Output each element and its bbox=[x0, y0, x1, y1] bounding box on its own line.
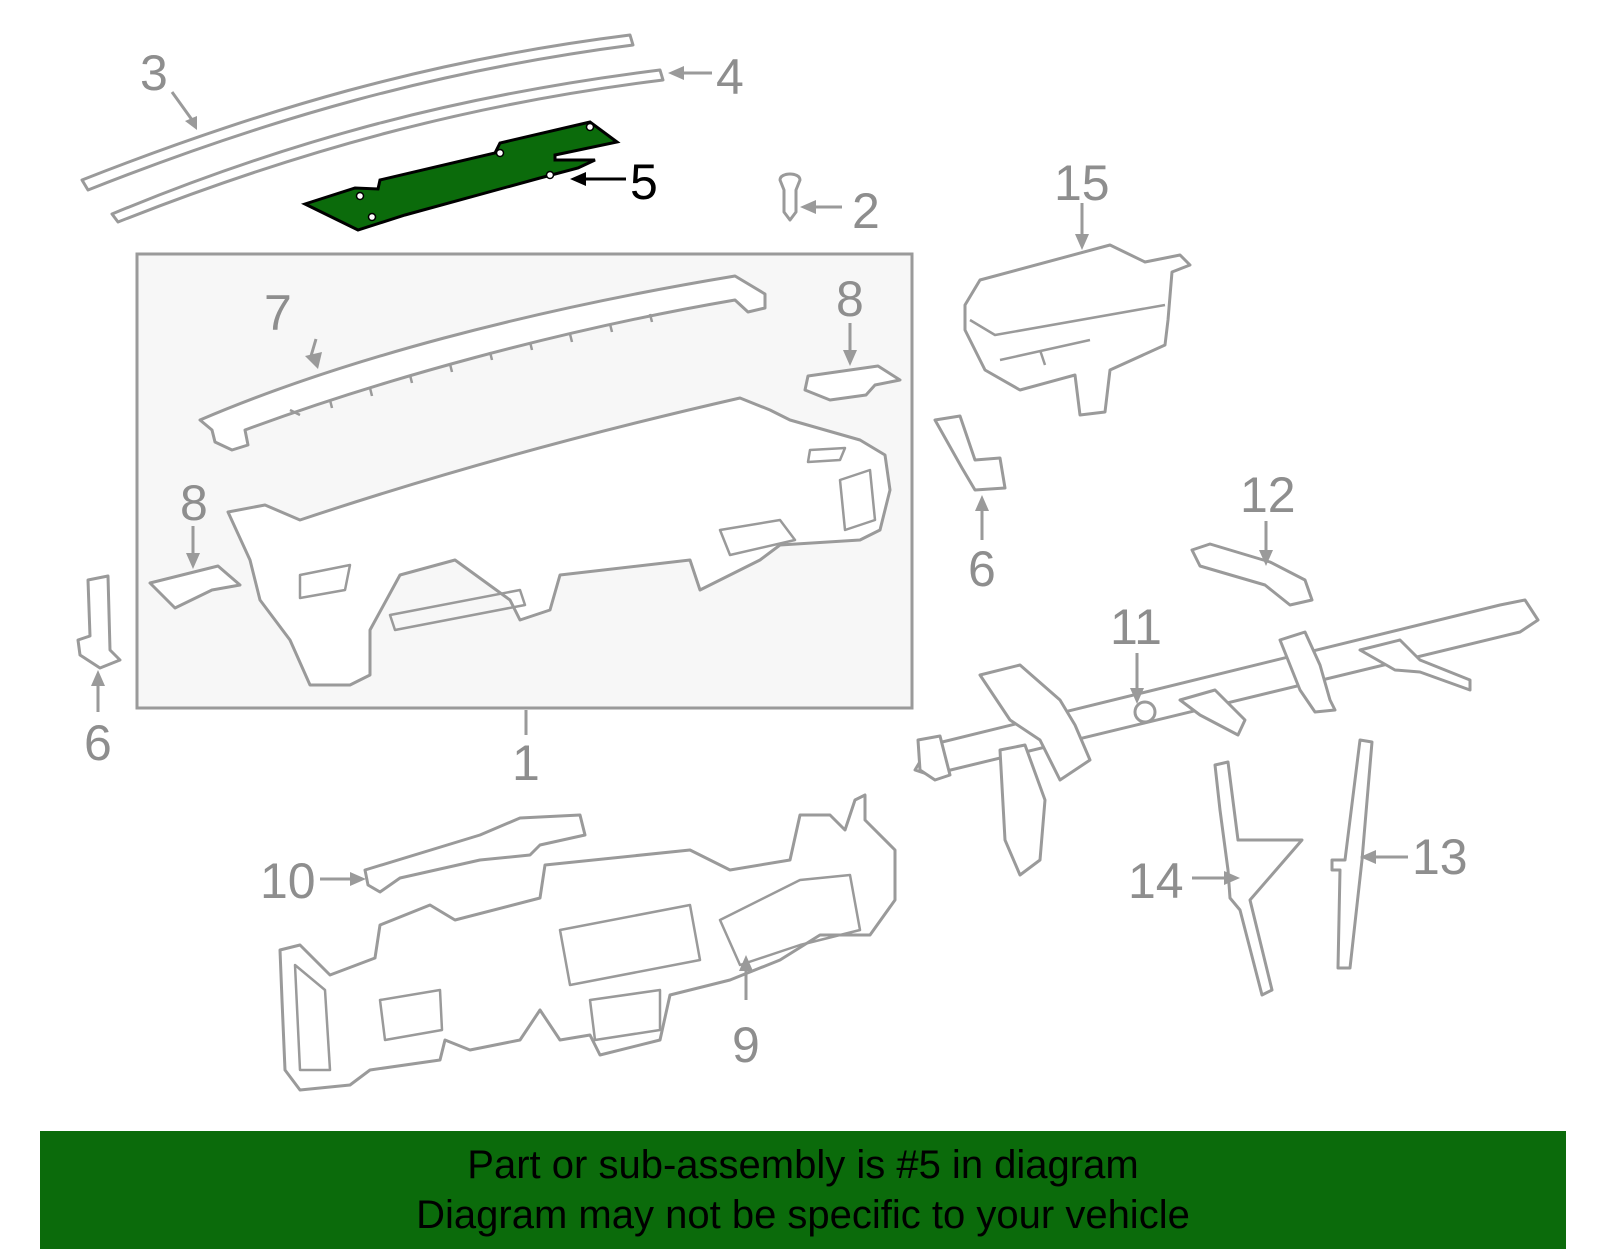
panel-hole bbox=[355, 191, 365, 201]
part-14-brace[interactable] bbox=[1213, 760, 1304, 997]
part-7-upper-trim[interactable] bbox=[198, 274, 767, 452]
banner-line-2: Diagram may not be specific to your vehi… bbox=[416, 1193, 1190, 1237]
callout-6-left: 6 bbox=[84, 715, 112, 771]
panel-hole bbox=[585, 122, 595, 132]
part-3-molding[interactable] bbox=[80, 33, 635, 192]
part-12-bracket[interactable] bbox=[1190, 542, 1314, 607]
callout-1: 1 bbox=[512, 735, 540, 791]
banner-line-1: Part or sub-assembly is #5 in diagram bbox=[467, 1143, 1139, 1187]
part-8-pad-right[interactable] bbox=[803, 364, 902, 402]
part-6-bracket-right[interactable] bbox=[933, 414, 1007, 492]
callout-3: 3 bbox=[140, 45, 168, 101]
callout-8-right: 8 bbox=[836, 271, 864, 327]
panel-hole bbox=[495, 148, 505, 158]
callout-14: 14 bbox=[1128, 853, 1184, 909]
callout-8-left: 8 bbox=[180, 475, 208, 531]
part-15-airbag-module[interactable] bbox=[963, 243, 1192, 417]
part-9-lower-reinforcement[interactable] bbox=[278, 793, 897, 1092]
info-banner: Part or sub-assembly is #5 in diagram Di… bbox=[40, 1131, 1566, 1249]
callout-2: 2 bbox=[852, 183, 880, 239]
panel-hole bbox=[545, 170, 555, 180]
part-4-molding[interactable] bbox=[110, 68, 665, 224]
callout-7: 7 bbox=[264, 285, 292, 341]
part-6-bracket-left[interactable] bbox=[76, 574, 122, 670]
part-2-clip[interactable] bbox=[778, 172, 802, 222]
part-11-cross-beam[interactable] bbox=[913, 598, 1540, 877]
callout-11: 11 bbox=[1110, 599, 1162, 655]
callout-6-right: 6 bbox=[968, 541, 996, 597]
callout-4: 4 bbox=[716, 49, 744, 105]
part-13-long-brace[interactable] bbox=[1330, 738, 1374, 970]
callout-5: 5 bbox=[630, 154, 658, 210]
part-5-panel-highlighted[interactable] bbox=[300, 120, 621, 232]
panel-hole bbox=[367, 212, 377, 222]
callout-10: 10 bbox=[260, 853, 316, 909]
leader-lines bbox=[91, 66, 1408, 1000]
part-8-pad-left[interactable] bbox=[148, 564, 242, 610]
callout-13: 13 bbox=[1412, 829, 1468, 885]
instrument-panel-main[interactable] bbox=[226, 396, 892, 687]
callout-9: 9 bbox=[732, 1017, 760, 1073]
part-10-duct[interactable] bbox=[363, 813, 587, 894]
callout-12: 12 bbox=[1240, 467, 1296, 523]
callout-15: 15 bbox=[1054, 155, 1110, 211]
